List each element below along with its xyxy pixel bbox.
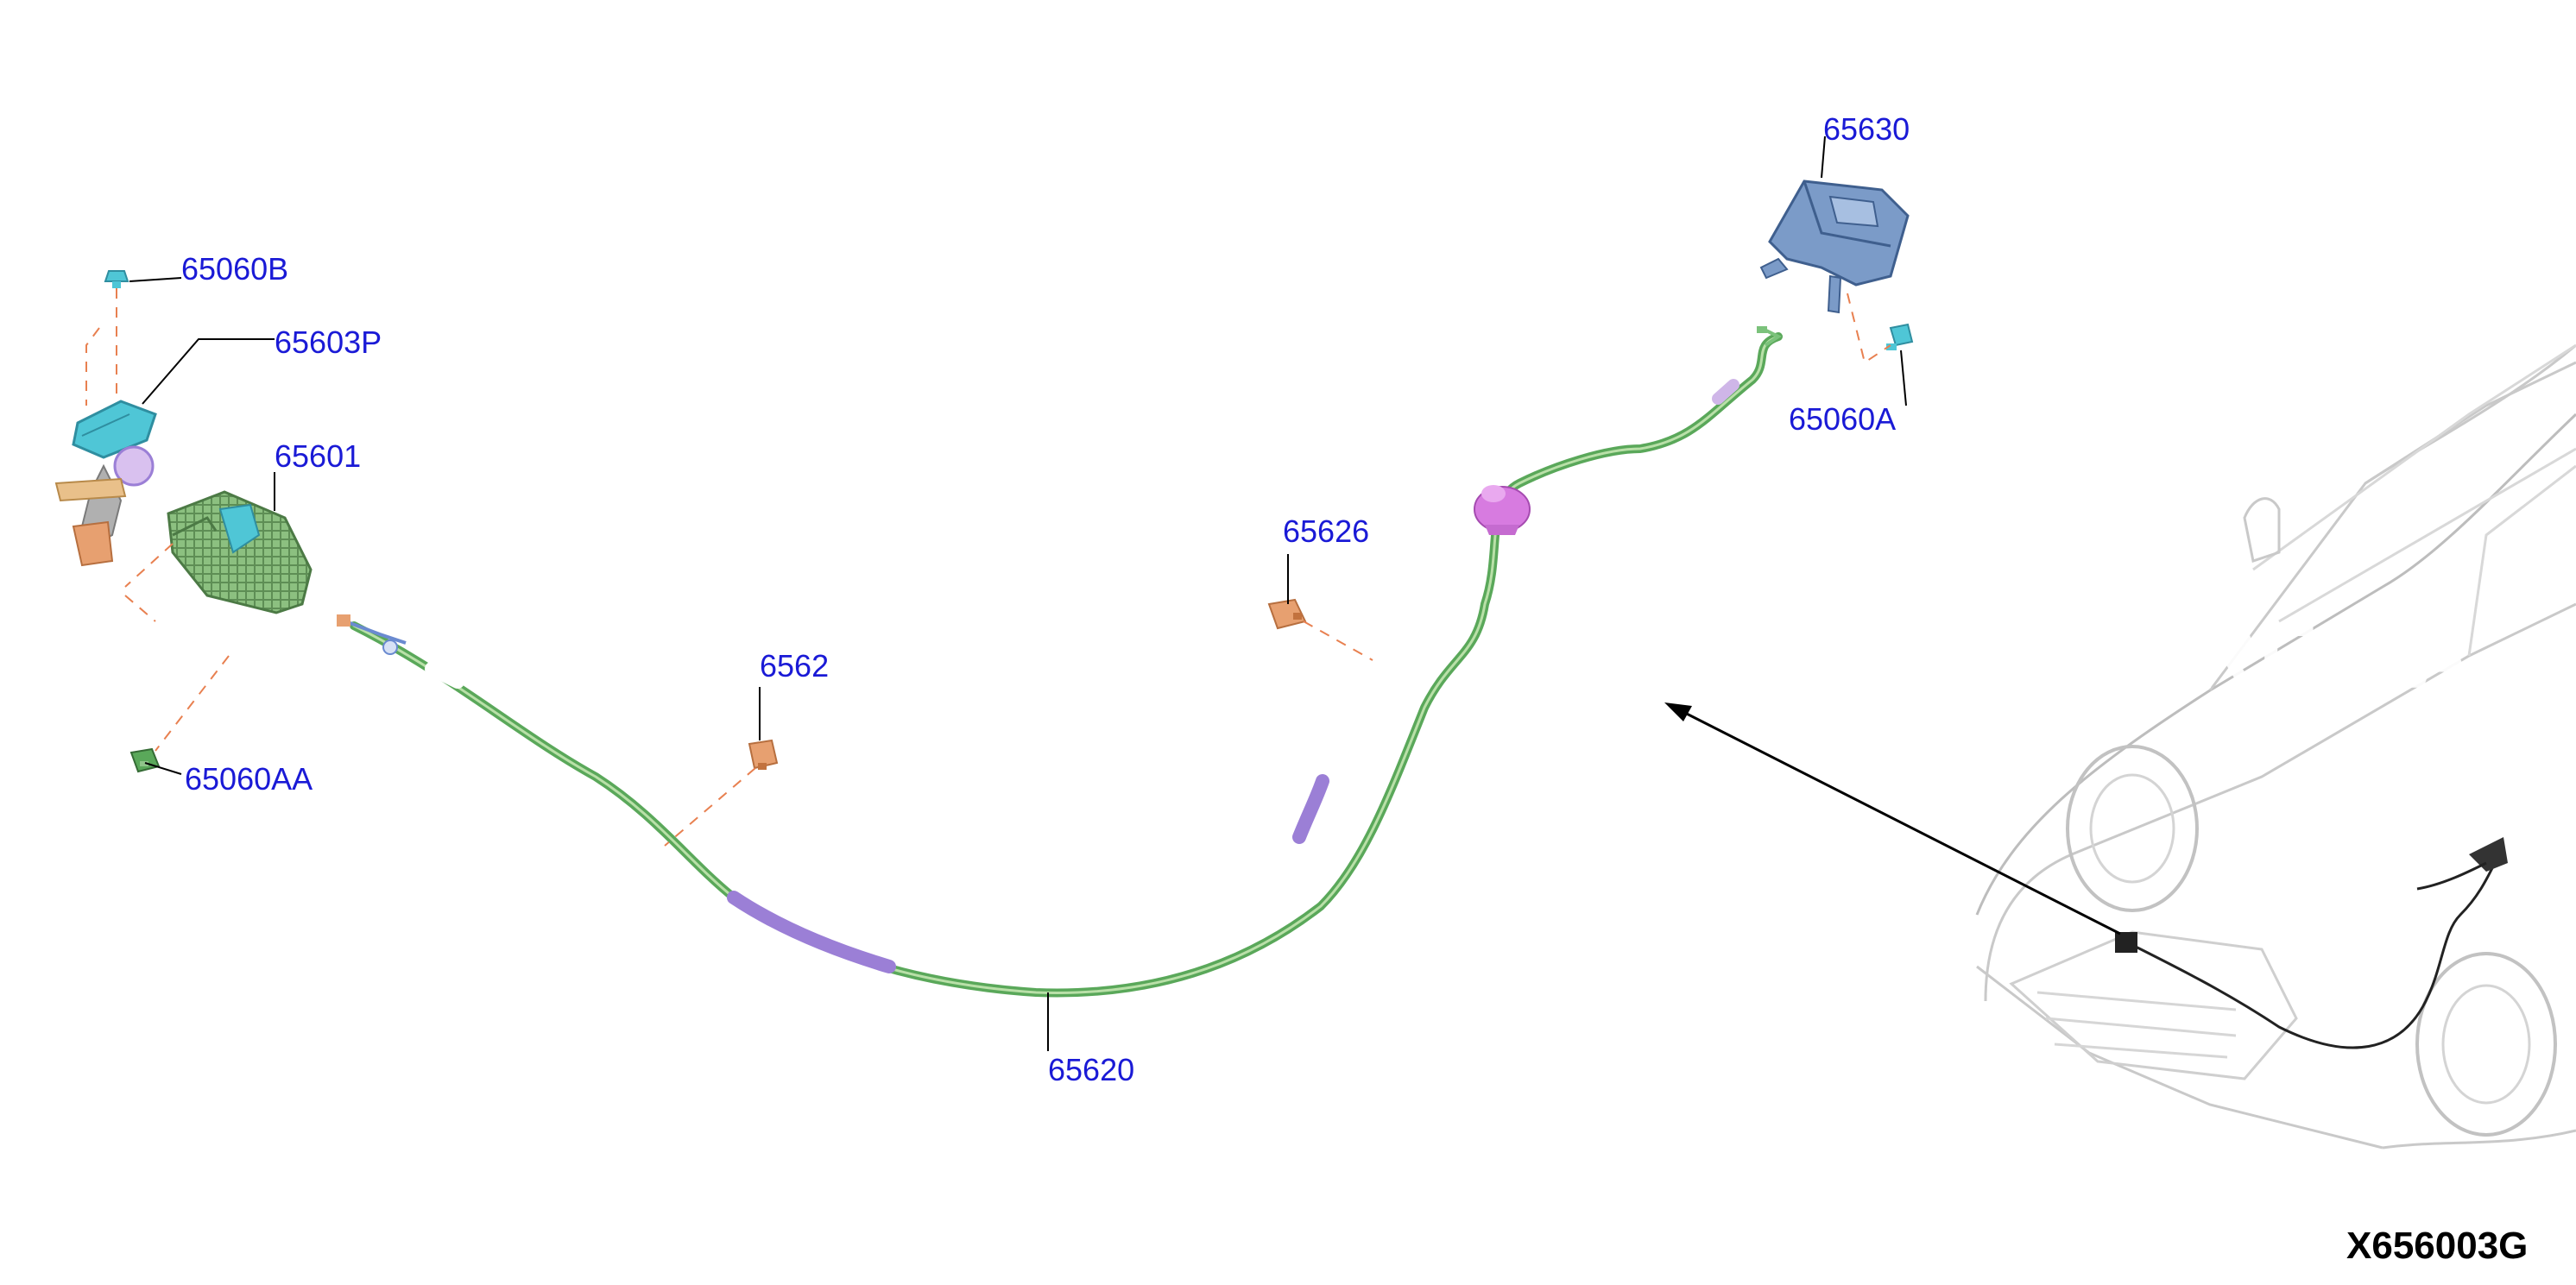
dashed-assembly-lines (85, 288, 1891, 847)
hood-lock-icon (167, 490, 313, 614)
bolt-icon-65060a (1886, 323, 1914, 350)
grommet-icon (1474, 485, 1531, 535)
hood-lock-icon (2115, 932, 2137, 953)
callout-65060aa: 65060AA (185, 761, 313, 797)
figure-id: X656003G (2346, 1225, 2529, 1267)
callout-65060a: 65060A (1789, 401, 1897, 437)
clip-icon (129, 747, 161, 773)
vehicle-cable-route (2115, 837, 2508, 1049)
clip-icon-6562x (748, 739, 779, 770)
callout-6562x: 6562 (760, 648, 830, 683)
callout-65626: 65626 (1283, 513, 1370, 549)
callout-65620: 65620 (1048, 1052, 1135, 1087)
watermark: URE.SA (2125, 608, 2475, 708)
release-cable (350, 332, 1783, 998)
vehicle-outline-icon (1975, 343, 2576, 1150)
callout-65603p: 65603P (275, 324, 382, 360)
callout-65630: 65630 (1823, 111, 1910, 147)
release-handle-icon (1759, 180, 1910, 314)
release-handle-icon (2469, 837, 2508, 872)
pointer-arrow (1664, 702, 2121, 935)
bolt-icon (104, 270, 129, 288)
callout-leader-lines (129, 135, 1907, 1051)
cable-handle-end (1757, 326, 1782, 347)
callout-65601: 65601 (275, 438, 362, 474)
safety-lever-bracket (54, 400, 157, 567)
callout-65060b: 65060B (181, 251, 289, 287)
cable-end-fitting (337, 614, 407, 655)
